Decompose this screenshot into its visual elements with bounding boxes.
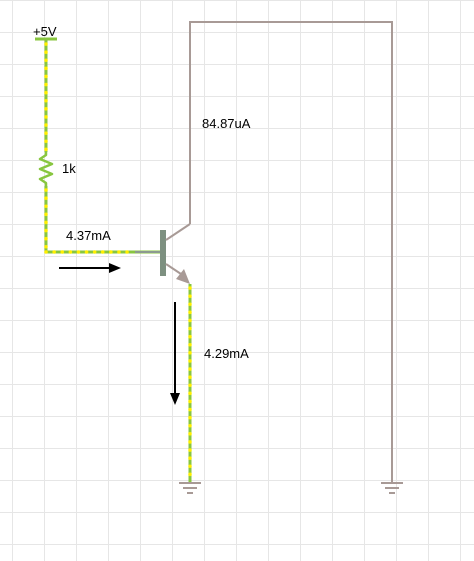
left-ground-icon[interactable] (179, 482, 201, 494)
resistor-label: 1k (62, 161, 76, 176)
emitter-current-label: 4.29mA (204, 346, 249, 361)
right-ground-icon[interactable] (381, 482, 403, 494)
npn-transistor-icon[interactable] (160, 223, 191, 284)
resistor-icon[interactable] (38, 152, 54, 186)
collector-wire[interactable] (189, 21, 393, 426)
supply-label: +5V (33, 24, 57, 39)
emitter-current-arrow-icon (170, 302, 180, 405)
base-current-arrow-icon (59, 263, 121, 273)
collector-current-label: 84.87uA (202, 116, 251, 131)
base-current-label: 4.37mA (66, 228, 111, 243)
